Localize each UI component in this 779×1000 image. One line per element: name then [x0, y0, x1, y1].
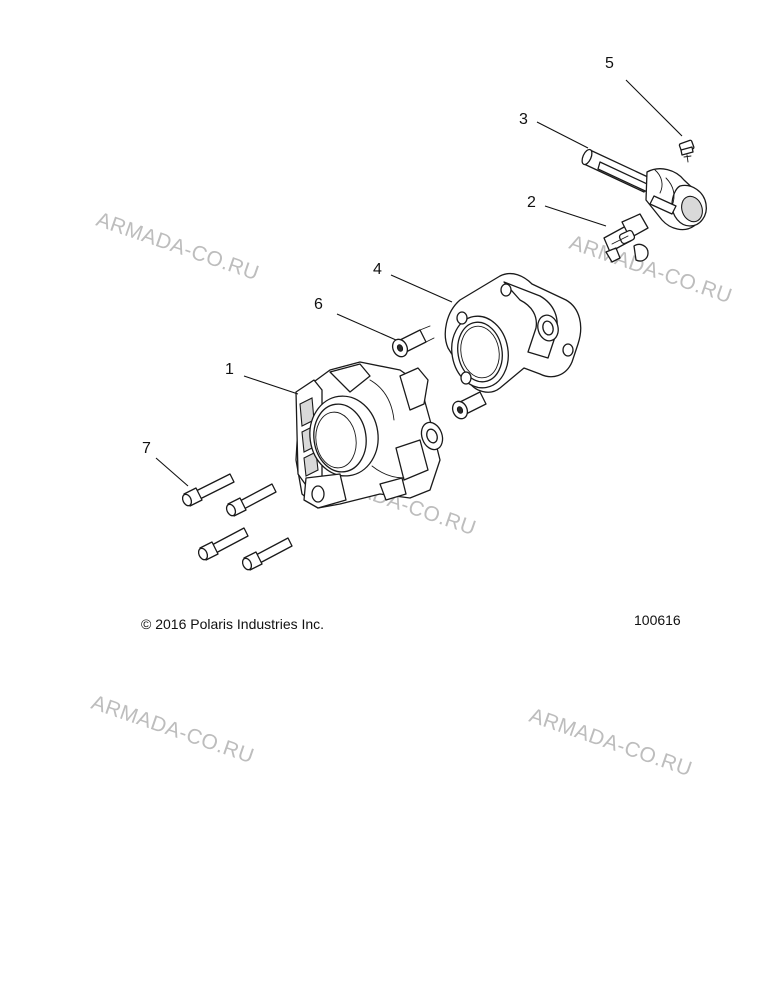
copyright-text: © 2016 Polaris Industries Inc.: [141, 616, 325, 632]
part-1-throttle-body: [295, 361, 444, 509]
part-7-bolt: [197, 527, 249, 561]
leader-line: [625, 79, 683, 137]
leader-line: [155, 457, 189, 487]
callout-3: 3: [519, 111, 589, 149]
callout-number: 5: [605, 55, 614, 72]
part-6-bolt: [451, 391, 487, 420]
watermark: ARMADA-CO.RU: [93, 208, 262, 285]
callout-number: 1: [225, 361, 234, 378]
callout-number: 7: [142, 440, 151, 457]
drawing-number: 100616: [634, 612, 681, 628]
callout-number: 3: [519, 111, 528, 128]
leader-line: [390, 274, 453, 303]
leader-line: [243, 375, 299, 395]
callout-number: 2: [527, 194, 536, 211]
callout-number: 6: [314, 296, 323, 313]
callout-2: 2: [527, 194, 607, 227]
leader-line: [336, 313, 397, 341]
leader-line: [536, 121, 589, 149]
part-7-bolt: [225, 483, 277, 517]
part-3-fuel-rail: [581, 148, 707, 231]
part-4-adapter-flange: [444, 272, 582, 393]
callout-5: 5: [605, 55, 683, 137]
leader-line: [544, 205, 607, 227]
callout-7: 7: [142, 440, 189, 487]
callout-6: 6: [314, 296, 397, 341]
callout-1: 1: [225, 361, 299, 395]
part-6-bolt: [391, 325, 435, 358]
part-5-screw: [678, 139, 695, 163]
callout-number: 4: [373, 261, 382, 278]
part-7-bolt: [241, 537, 293, 571]
part-7-bolt: [181, 473, 235, 507]
watermark: ARMADA-CO.RU: [526, 704, 695, 781]
watermark: ARMADA-CO.RU: [566, 231, 735, 308]
watermark: ARMADA-CO.RU: [88, 691, 257, 768]
callout-4: 4: [373, 261, 453, 303]
part-2-injector: [603, 213, 649, 263]
